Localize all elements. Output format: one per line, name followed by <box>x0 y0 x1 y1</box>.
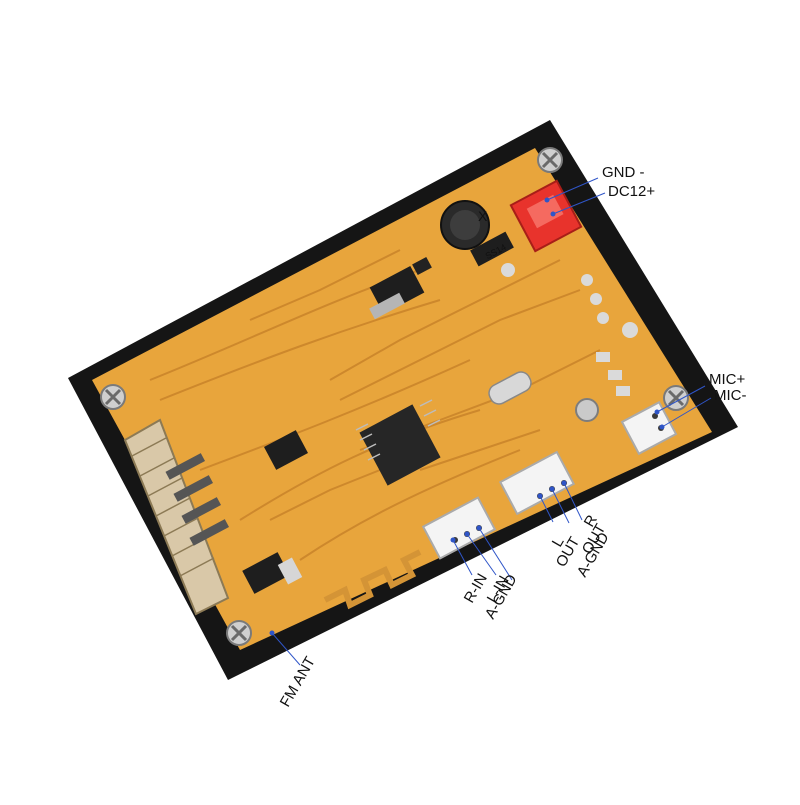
power-connector <box>509 179 583 253</box>
transistor <box>412 256 432 276</box>
screw-bottom-left <box>226 620 252 646</box>
main-mcu-chip <box>355 399 441 486</box>
label-dc12: DC12+ <box>608 183 655 200</box>
mic-connector <box>620 400 678 456</box>
leader-lines <box>271 177 712 666</box>
pcb-board <box>92 148 712 650</box>
smd-capacitor <box>575 398 599 422</box>
voltage-regulator <box>369 265 425 320</box>
label-mic-minus: MIC- <box>714 387 747 404</box>
screw-top-right <box>537 147 563 173</box>
ribbon-connector <box>123 418 230 616</box>
pcb-traces <box>149 249 601 561</box>
electrolytic-capacitor: X <box>440 200 490 250</box>
pcb-pads <box>501 263 638 396</box>
leader-dots <box>269 197 665 636</box>
screw-bottom-right <box>663 385 689 411</box>
label-a-gnd-out: A-GND <box>574 529 613 580</box>
amplifier-chip-bottom <box>242 552 303 594</box>
capacitor-mark: X <box>478 208 488 224</box>
label-gnd: GND - <box>602 164 645 181</box>
crystal-oscillator <box>488 371 532 405</box>
label-mic-plus: MIC+ <box>709 371 745 388</box>
label-r-in: R-IN <box>461 571 491 606</box>
screw-top-left <box>100 384 126 410</box>
opamp-chip-left <box>264 430 308 470</box>
antenna-trace <box>323 549 422 610</box>
